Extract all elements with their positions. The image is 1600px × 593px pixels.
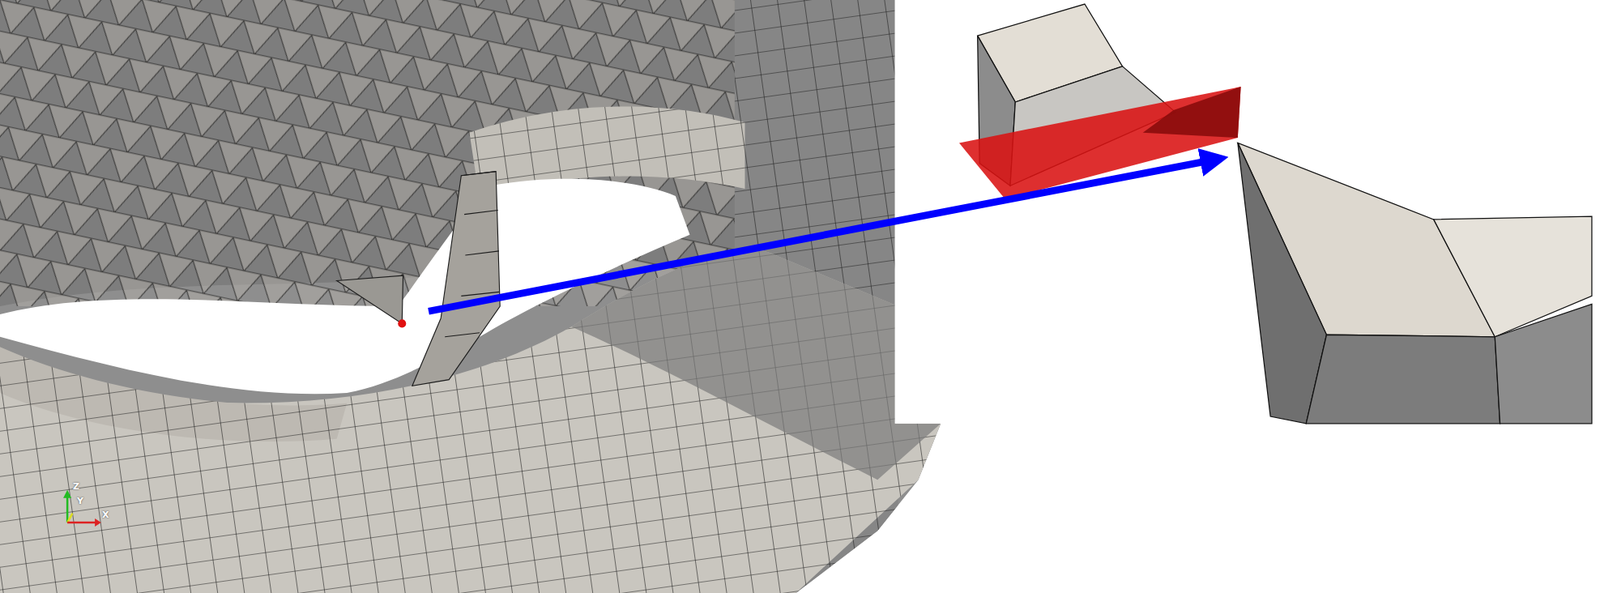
axis-label: X (102, 509, 109, 521)
axis-label: Z (72, 481, 80, 492)
axis-label: Y (76, 495, 84, 507)
